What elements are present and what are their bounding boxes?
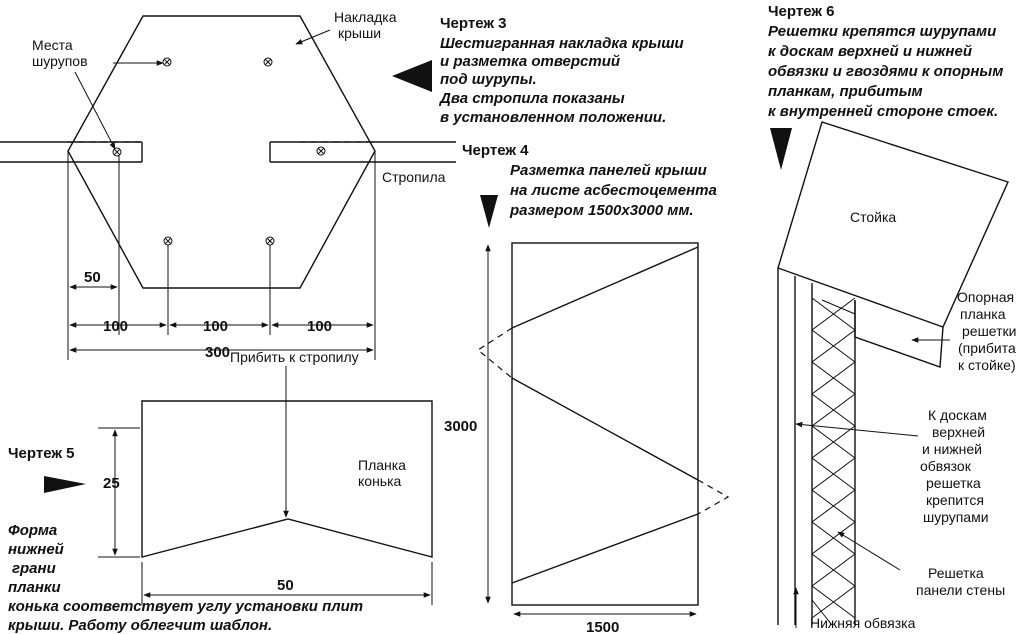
overlay-label-line2: крыши <box>338 25 381 41</box>
ridge-label-line2: конька <box>358 473 402 489</box>
support-plank <box>854 300 944 368</box>
dim-label-50: 50 <box>84 269 101 286</box>
boards-label-line6: крепится <box>926 492 984 508</box>
panel-overhang <box>476 327 513 379</box>
lattice-leader <box>837 531 901 571</box>
drawing-5-caption-line2: нижней <box>8 541 64 558</box>
wall-lattice <box>811 297 856 626</box>
screw-marks <box>112 57 326 246</box>
drawing-5: Прибить к стропилу Планка конька 25 50 Ч… <box>8 349 433 634</box>
overlay-label-line1: Накладка <box>334 9 397 25</box>
drawing-6-caption-line2: к доскам верхней и нижней <box>768 43 972 60</box>
bottom-label: Нижняя обвязка <box>810 615 916 631</box>
drawing-3-caption-line2: и разметка отверстий <box>440 53 620 70</box>
screw-icon <box>263 57 273 67</box>
overlay-leader <box>295 29 331 45</box>
drawing-4-caption-line2: на листе асбестоцемента <box>510 182 717 199</box>
lattice-label-line1: Решетка <box>928 565 984 581</box>
boards-label-line7: шурупами <box>923 509 989 525</box>
drawing-5-title: Чертеж 5 <box>8 445 74 462</box>
screw-icon <box>162 57 172 67</box>
support-label-line4: (прибита <box>958 340 1016 356</box>
drawing-5-caption-line5: конька соответствует углу установки плит <box>8 598 363 615</box>
drawing-4-title: Чертеж 4 <box>462 142 529 159</box>
drawing-6-caption-line1: Решетки крепятся шурупами <box>768 23 996 40</box>
drawing-5-caption-line6: крыши. Работу облегчит шаблон. <box>8 617 272 634</box>
support-label-line2: планка <box>960 306 1006 322</box>
hexagon-roof-overlay <box>67 15 376 289</box>
screw-icon <box>112 147 122 157</box>
drawing-4-caption-line1: Разметка панелей крыши <box>510 162 707 179</box>
drawing-6-caption-line4: планкам, прибитым <box>768 83 923 100</box>
drawing-3-pointer-arrow <box>392 60 432 92</box>
post-label: Стойка <box>850 209 896 225</box>
dim-label-3000: 3000 <box>444 418 477 435</box>
ridge-label-line1: Планка <box>358 457 406 473</box>
drawing-3-caption-line5: в установленном положении. <box>440 109 666 126</box>
drawing-3-caption-line1: Шестигранная накладка крыши <box>440 35 684 52</box>
boards-leader <box>795 421 919 437</box>
screw-leader <box>74 71 116 150</box>
panel-overhang <box>697 479 730 515</box>
rafters-label: Стропила <box>382 169 446 185</box>
boards-label-line4: обвязок <box>920 458 972 474</box>
support-label-line1: Опорная <box>957 289 1014 305</box>
drawing-6-caption-line5: к внутренней стороне стоек. <box>768 103 998 120</box>
dim-label-25: 25 <box>103 475 120 492</box>
screw-icon <box>316 146 326 156</box>
drawing-5-caption-line4: планки <box>8 579 61 596</box>
asbestos-sheet <box>511 242 699 606</box>
drawing-5-pointer-arrow <box>44 476 86 493</box>
drawing-4: Чертеж 4 Разметка панелей крыши на листе… <box>444 142 730 634</box>
boards-label-line5: решетка <box>926 475 981 491</box>
panel-cut-line <box>511 246 699 329</box>
nail-label: Прибить к стропилу <box>230 349 359 365</box>
drawing-6: Чертеж 6 Решетки крепятся шурупами к дос… <box>768 3 1016 631</box>
screw-icon <box>163 236 173 246</box>
dim-label-1500: 1500 <box>586 619 619 634</box>
dim-label-300: 300 <box>205 344 230 361</box>
dim-label-100: 100 <box>103 318 128 335</box>
screw-icon <box>265 236 275 246</box>
drawing-4-caption-line3: размером 1500x3000 мм. <box>509 202 694 219</box>
panel-cut-line <box>511 513 699 584</box>
drawing-5-caption-line1: Форма <box>8 522 57 539</box>
support-label-line5: к стойке) <box>958 357 1016 373</box>
dim-label-100: 100 <box>307 318 332 335</box>
screws-label-line1: Места <box>32 37 73 53</box>
boards-label-line1: К доскам <box>928 407 987 423</box>
drawing-6-caption-line3: обвязки и гвоздями к опорным <box>768 63 1003 80</box>
support-label-line3: решетки <box>962 323 1016 339</box>
boards-label-line3: и нижней <box>922 441 982 457</box>
dim-label-50: 50 <box>277 577 294 594</box>
dim-label-100: 100 <box>203 318 228 335</box>
drawing-6-pointer-arrow <box>770 128 792 170</box>
drawing-6-title: Чертеж 6 <box>768 3 834 20</box>
ridge-strip <box>141 400 433 558</box>
drawing-3-caption-line4: Два стропила показаны <box>438 90 625 107</box>
screws-label-line2: шурупов <box>32 53 88 69</box>
drawing-3-caption-line3: под шурупы. <box>440 71 537 88</box>
drawing-3: 50 100 100 100 300 Места шурупов Накладк… <box>0 9 684 361</box>
post <box>777 121 1009 328</box>
drawing-3-title: Чертеж 3 <box>440 15 506 32</box>
boards-label-line2: верхней <box>932 424 985 440</box>
panel-cut-line <box>511 377 699 481</box>
drawing-5-caption-line3: грани <box>12 560 56 577</box>
drawing-4-pointer-arrow <box>480 195 498 228</box>
lattice-label-line2: панели стены <box>916 582 1005 598</box>
